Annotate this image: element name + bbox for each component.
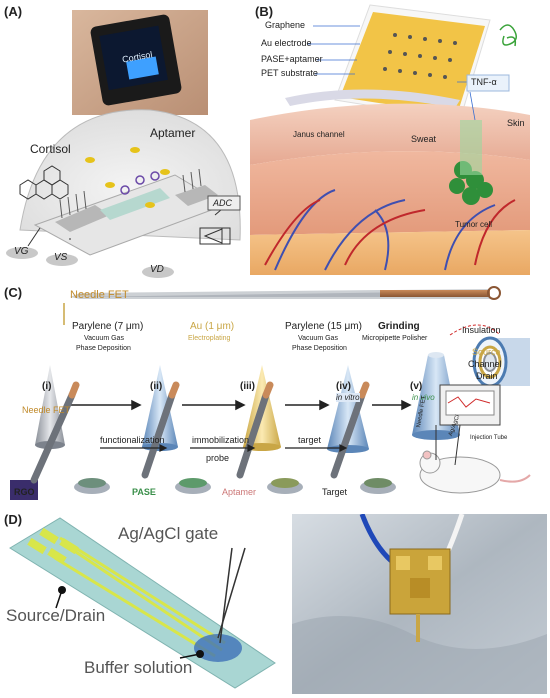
panel-d-label: (D) (4, 512, 23, 527)
step-3-title: Parylene (15 μm) (285, 321, 362, 332)
step-3-sub1: Vacuum Gas (298, 335, 338, 342)
step-2-sub1: Electroplating (188, 335, 231, 342)
tnf-alpha-label: TNF-α (471, 77, 497, 87)
needle-fet-process (10, 286, 531, 500)
janus-channel-label: Janus channel (293, 130, 345, 139)
aptamer-label: Aptamer (150, 126, 196, 140)
stage-4-num: (iv) (336, 381, 351, 392)
step-1-title: Parylene (7 μm) (72, 321, 144, 332)
stage-1-num: (i) (42, 381, 52, 392)
step-3-sub2: Phase Deposition (292, 345, 347, 352)
stage-2-num: (ii) (150, 381, 163, 392)
step-1-sub2: Phase Deposition (76, 345, 131, 352)
step-2-title: Au (1 μm) (190, 321, 235, 332)
layer-pase-aptamer: PASE+aptamer (261, 54, 323, 64)
insulation-label: Insulation (462, 325, 501, 335)
tumor-cell-label: Tumor cell (455, 220, 493, 229)
skin-label: Skin (507, 118, 525, 128)
adc-label: ADC (213, 198, 233, 208)
stage-3-num: (iii) (240, 381, 255, 392)
stage-5-tag: in vivo (412, 393, 435, 402)
vs-label: VS (54, 252, 68, 263)
stage-3-bottom: Aptamer (222, 487, 257, 497)
vg-label: VG (14, 246, 29, 257)
injection-tube-label: Injection Tube (470, 435, 508, 441)
vd-label: VD (150, 264, 164, 275)
sweat-label: Sweat (411, 134, 437, 144)
stage-1-bottom: RGO (14, 487, 35, 497)
stage-4-bottom: Target (322, 487, 348, 497)
source-label: Source (472, 347, 501, 357)
drain-label: Drain (476, 371, 498, 381)
panel-c-label: (C) (4, 285, 23, 300)
panel-d: (D) Ag/AgCl gate Source/Drain Buffer sol… (0, 508, 550, 698)
layer-graphene: Graphene (265, 20, 306, 30)
channel-label: Channel (468, 359, 502, 369)
step-1-sub1: Vacuum Gas (84, 335, 124, 342)
wrist-device-photo (6, 10, 241, 278)
immobilization-label: immobilization (192, 435, 250, 445)
source-drain-label: Source/Drain (6, 606, 106, 625)
buffer-solution-label: Buffer solution (84, 658, 193, 677)
stage-2-bottom: PASE (132, 487, 156, 497)
skin-patch-illustration (250, 4, 530, 275)
probe-label: probe (206, 453, 230, 463)
functionalization-label: functionalization (100, 435, 165, 445)
agcl-gate-label: Ag/AgCl gate (118, 524, 219, 543)
panel-a: (A) (0, 0, 245, 285)
stage-5-num: (v) (410, 381, 423, 392)
panel-b: (B) (245, 0, 550, 285)
device-schematic (9, 517, 276, 689)
panel-a-label: (A) (4, 4, 23, 19)
layer-pet-substrate: PET substrate (261, 68, 318, 78)
layer-au-electrode: Au electrode (261, 38, 312, 48)
needle-fet-title: Needle FET (70, 289, 129, 301)
target-arrow-label: target (298, 435, 322, 445)
panel-b-label: (B) (255, 4, 274, 19)
stage-4-tag: in vitro (336, 393, 360, 402)
step-4-title: Grinding (378, 321, 420, 332)
panel-c: (C) (0, 285, 550, 505)
stage-1-tag: Needle FET (22, 405, 71, 415)
device-photo (292, 514, 547, 694)
step-4-sub1: Micropipette Polisher (362, 335, 428, 342)
cortisol-label: Cortisol (30, 142, 71, 156)
